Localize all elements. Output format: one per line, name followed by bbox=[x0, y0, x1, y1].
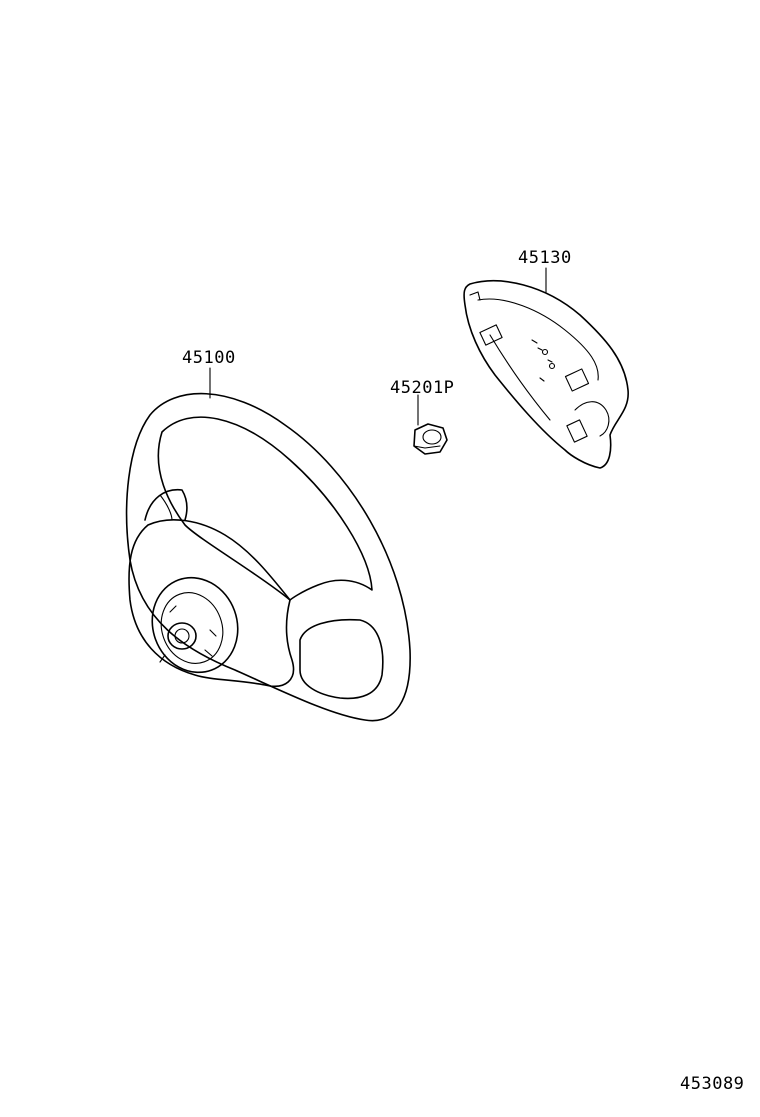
part-label-45201P: 45201P bbox=[390, 378, 455, 398]
part-label-45130: 45130 bbox=[518, 248, 572, 268]
part-label-45100: 45100 bbox=[182, 348, 236, 368]
nut-drawing bbox=[413, 394, 448, 455]
figure-id: 453089 bbox=[680, 1074, 745, 1094]
pad-drawing bbox=[463, 267, 629, 469]
steering-wheel-drawing bbox=[125, 367, 411, 722]
